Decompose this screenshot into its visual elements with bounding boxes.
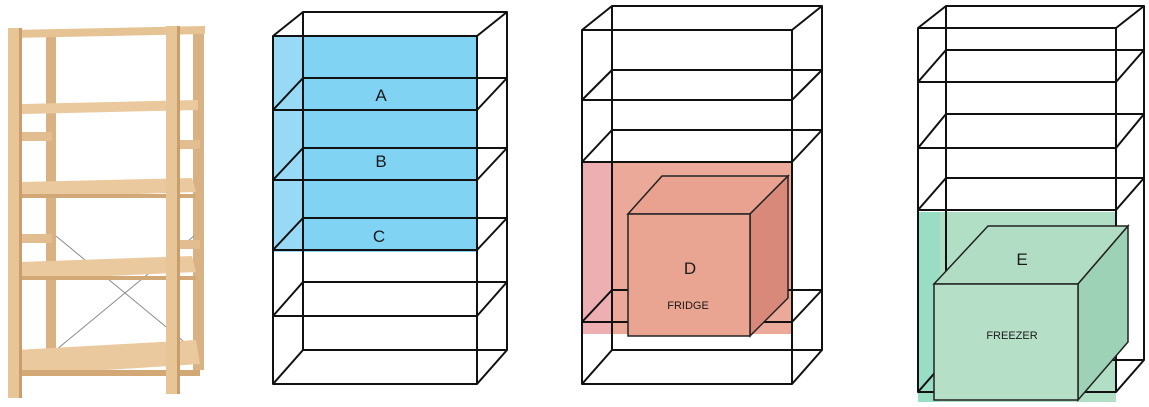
shelf-rung: [172, 240, 200, 249]
zone-label-d: D: [684, 259, 696, 278]
freezer-box: [932, 223, 1130, 403]
freezer-caption: FREEZER: [986, 330, 1037, 342]
wooden-shelf-illustration: [8, 26, 205, 398]
zone-abc-highlight: [272, 36, 477, 252]
shelf-back-post-right: [193, 30, 204, 370]
wireframe-shelf-abc: A B C: [272, 11, 508, 385]
wire-shelf-2: [581, 129, 823, 163]
fridge-caption: FRIDGE: [667, 300, 709, 312]
wire-shelf-1: [917, 49, 1145, 83]
wire-shelf-1: [272, 77, 508, 111]
zone-label-a: A: [375, 86, 387, 105]
shelf-front-post-right: [166, 26, 179, 394]
wireframe-shelf-freezer: E FREEZER: [917, 5, 1145, 403]
wireframe-shelf-fridge: D FRIDGE: [581, 5, 823, 385]
wire-shelf-2: [272, 147, 508, 181]
shelf-top-rail: [10, 26, 205, 38]
wire-shelf-top: [272, 11, 508, 37]
shelf-rung: [18, 132, 52, 141]
wooden-board-4: [14, 340, 200, 376]
wooden-board-1: [22, 100, 198, 114]
wire-shelf-3: [917, 177, 1145, 211]
wire-shelf-4: [272, 281, 508, 317]
wire-shelf-bottom: [581, 349, 823, 385]
wire-shelf-top: [581, 5, 823, 31]
wire-shelf-3: [272, 217, 508, 251]
shelf-front-post-left: [8, 28, 20, 398]
wire-shelf-2: [917, 113, 1145, 149]
zone-label-c: C: [373, 227, 385, 246]
zone-label-b: B: [375, 152, 386, 171]
wooden-board-3: [20, 256, 196, 280]
zone-label-e: E: [1016, 250, 1027, 269]
wooden-board-2: [20, 178, 196, 198]
wire-shelf-bottom: [272, 349, 508, 385]
wire-shelf-top: [917, 5, 1145, 29]
shelf-rung: [18, 234, 52, 243]
fridge-box: [626, 174, 790, 338]
shelf-back-post-left: [46, 34, 56, 364]
wire-shelf-1: [581, 69, 823, 101]
shelf-rung: [172, 140, 200, 149]
